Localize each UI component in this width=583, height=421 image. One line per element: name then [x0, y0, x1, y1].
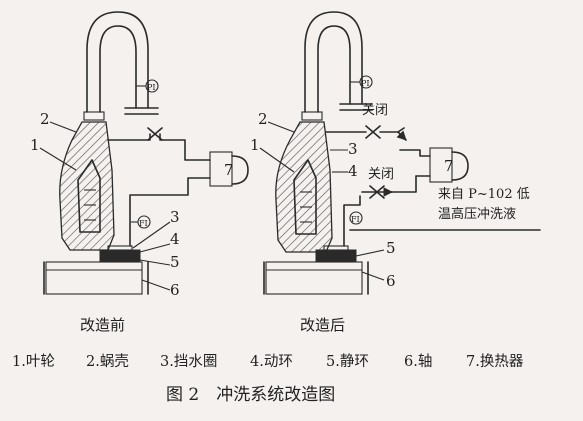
right-part-5: 5 — [386, 239, 396, 257]
left-shaft-base — [45, 261, 143, 295]
right-part-1: 1 — [250, 136, 260, 154]
right-part-3: 3 — [348, 140, 358, 158]
right-valve-mid-label: 关闭 — [368, 167, 394, 182]
left-pressure-gauge-icon — [145, 79, 159, 93]
right-caption: 改造后 — [300, 316, 345, 334]
right-part-4: 4 — [348, 162, 358, 180]
right-valve-top-label: 关闭 — [362, 103, 388, 118]
right-impeller — [293, 159, 317, 235]
left-exchanger-7-label: 7 — [224, 161, 234, 179]
legend-item-stationary-ring: 5.静环 — [326, 353, 369, 370]
left-part-5: 5 — [170, 253, 180, 271]
right-source-note-line2: 温高压冲洗液 — [438, 206, 516, 222]
right-gauge-pi-label: PI — [361, 79, 370, 88]
left-caption: 改造前 — [80, 316, 125, 334]
right-heat-exchanger — [429, 147, 453, 183]
right-volute-casing — [275, 121, 333, 253]
left-heat-exchanger — [209, 151, 233, 187]
left-part-6: 6 — [170, 281, 180, 299]
left-return-line — [129, 177, 211, 247]
right-new-flush-line — [343, 195, 361, 247]
legend-item-rotating-ring: 4.动环 — [250, 353, 293, 370]
left-diagram: PI 7 FI 2 1 3 — [30, 11, 249, 334]
right-valve-top-icon — [365, 125, 381, 139]
legend-item-retainer: 3.挡水圈 — [160, 353, 217, 370]
legend-item-heat-exchanger: 7.换热器 — [466, 353, 524, 370]
figure-title: 图 2 冲洗系统改造图 — [166, 385, 335, 405]
right-flow-indicator-icon — [349, 211, 363, 225]
left-top-flange — [83, 111, 105, 121]
legend-item-impeller: 1.叶轮 — [12, 353, 55, 370]
right-exchanger-7-label: 7 — [444, 157, 454, 175]
right-source-note-line1: 来自 P~102 低 — [438, 187, 530, 202]
left-part-3: 3 — [170, 208, 180, 226]
left-seal-block — [99, 249, 141, 263]
left-retainer-ring — [107, 245, 133, 251]
left-impeller — [77, 159, 101, 233]
right-seal-block — [315, 249, 357, 263]
legend: 1.叶轮 2.蜗壳 3.挡水圈 4.动环 5.静环 6.轴 7.换热器 — [12, 353, 524, 370]
legend-item-volute: 2.蜗壳 — [86, 353, 129, 370]
left-fi-label: FI — [139, 219, 148, 228]
left-part-4: 4 — [170, 230, 180, 248]
right-fi-label: FI — [351, 215, 360, 224]
right-part-6: 6 — [386, 272, 396, 290]
left-part-1: 1 — [30, 136, 40, 154]
legend-item-shaft: 6.轴 — [404, 353, 432, 370]
left-valve-icon — [147, 127, 163, 141]
left-outlet-flange — [124, 107, 159, 115]
right-diagram: PI 关闭 7 关闭 FI 来自 P~102 低 温高 — [250, 11, 541, 334]
left-outlet-pipe — [86, 11, 149, 113]
right-pressure-gauge-icon — [359, 75, 373, 89]
right-flush-line-closed — [325, 127, 405, 133]
left-volute-casing — [59, 121, 115, 251]
right-shaft-base — [265, 261, 363, 295]
right-part-2: 2 — [258, 110, 268, 128]
right-top-flange — [301, 111, 323, 121]
right-retainer-ring — [323, 245, 349, 251]
right-outlet-pipe — [304, 11, 363, 113]
left-part-2: 2 — [40, 110, 50, 128]
left-gauge-pi-label: PI — [147, 83, 156, 92]
